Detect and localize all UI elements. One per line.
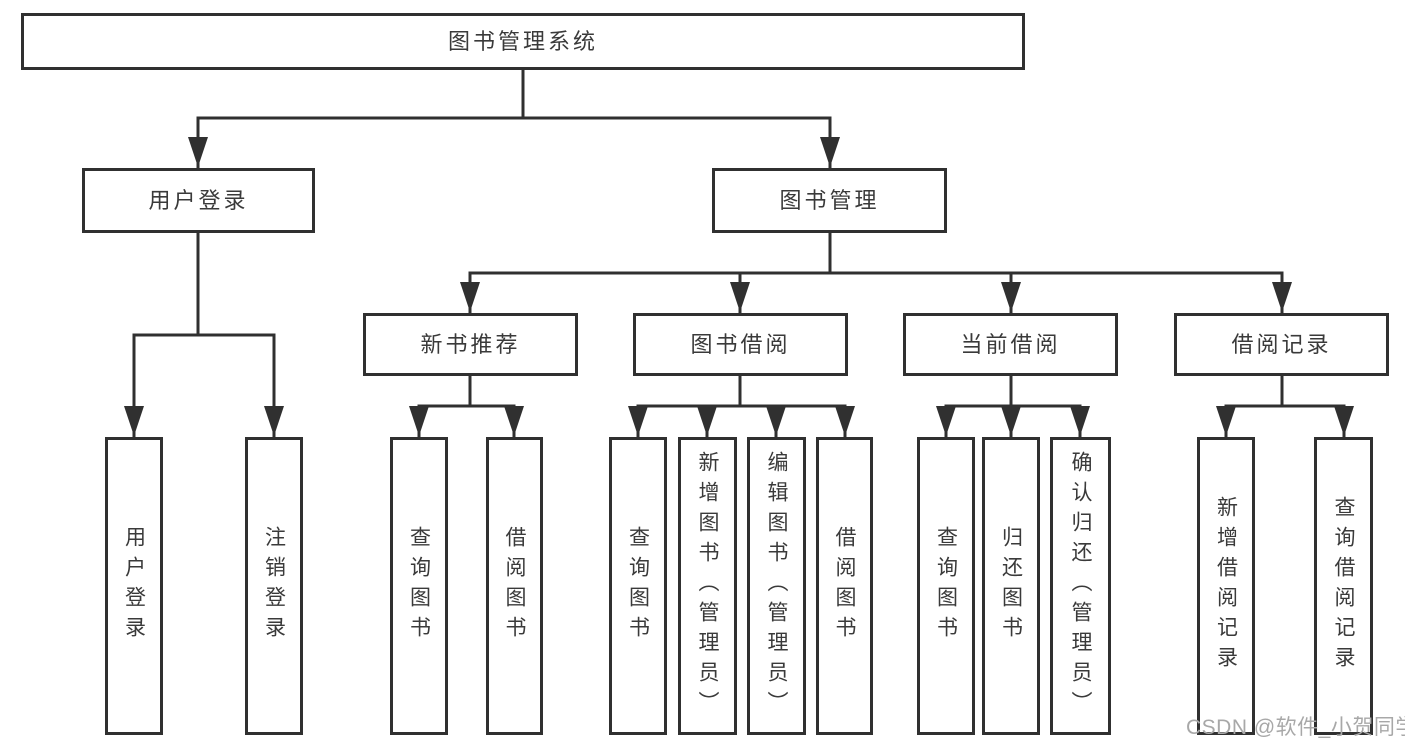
node-user-login: 用户登录 — [82, 168, 315, 233]
branch-borrow-record — [1224, 374, 1346, 408]
leaf-confirm-return-admin-label: 确认归还（管理员） — [1069, 451, 1092, 721]
leaf-query-borrow-record-label: 查询借阅记录 — [1332, 496, 1355, 676]
node-user-login-label: 用户登录 — [148, 187, 249, 213]
leaf-borrow-books-label: 借阅图书 — [833, 526, 856, 646]
leaf-add-borrow-record-label: 新增借阅记录 — [1214, 496, 1238, 676]
node-root-label: 图书管理系统 — [447, 28, 598, 54]
node-current-borrow: 当前借阅 — [903, 313, 1118, 376]
leaf-return-books-label: 归还图书 — [999, 526, 1023, 646]
leaf-borrow-books-recommend-label: 借阅图书 — [503, 526, 526, 646]
node-borrow-record-label: 借阅记录 — [1231, 331, 1332, 357]
leaf-edit-books-admin-label: 编辑图书（管理员） — [765, 451, 788, 721]
watermark: CSDN @软件_小贺同学 — [1186, 716, 1405, 739]
leaf-query-books-borrow-label: 查询图书 — [626, 526, 650, 646]
leaf-query-books-recommend: 查询图书 — [390, 437, 448, 735]
branch-current-borrow — [944, 374, 1082, 408]
node-new-book-recommend-label: 新书推荐 — [420, 331, 521, 357]
branch-root — [196, 68, 832, 120]
leaf-edit-books-admin: 编辑图书（管理员） — [747, 437, 806, 735]
node-book-borrow-label: 图书借阅 — [690, 331, 791, 357]
leaf-query-books-recommend-label: 查询图书 — [407, 526, 431, 646]
node-borrow-record: 借阅记录 — [1174, 313, 1389, 376]
leaf-user-login-label: 用户登录 — [122, 526, 146, 646]
leaf-query-books-current: 查询图书 — [917, 437, 975, 735]
leaf-query-borrow-record: 查询借阅记录 — [1314, 437, 1373, 735]
node-root: 图书管理系统 — [21, 13, 1025, 70]
branch-new-book — [417, 374, 516, 408]
leaf-return-books: 归还图书 — [982, 437, 1040, 735]
node-book-management-label: 图书管理 — [779, 187, 880, 213]
leaf-borrow-books-recommend: 借阅图书 — [486, 437, 543, 735]
leaf-logout: 注销登录 — [245, 437, 303, 735]
leaf-user-login: 用户登录 — [105, 437, 163, 735]
branch-management — [468, 231, 1284, 275]
leaf-borrow-books: 借阅图书 — [816, 437, 873, 735]
leaf-add-books-admin: 新增图书（管理员） — [678, 437, 737, 735]
leaf-query-books-borrow: 查询图书 — [609, 437, 667, 735]
node-book-borrow: 图书借阅 — [633, 313, 848, 376]
leaf-logout-label: 注销登录 — [262, 526, 286, 646]
node-current-borrow-label: 当前借阅 — [960, 331, 1061, 357]
branch-login — [132, 231, 276, 337]
node-book-management: 图书管理 — [712, 168, 947, 233]
leaf-query-books-current-label: 查询图书 — [934, 526, 958, 646]
node-new-book-recommend: 新书推荐 — [363, 313, 578, 376]
leaf-add-books-admin-label: 新增图书（管理员） — [696, 451, 719, 721]
leaf-add-borrow-record: 新增借阅记录 — [1197, 437, 1255, 735]
branch-book-borrow — [636, 374, 847, 408]
leaf-confirm-return-admin: 确认归还（管理员） — [1050, 437, 1111, 735]
